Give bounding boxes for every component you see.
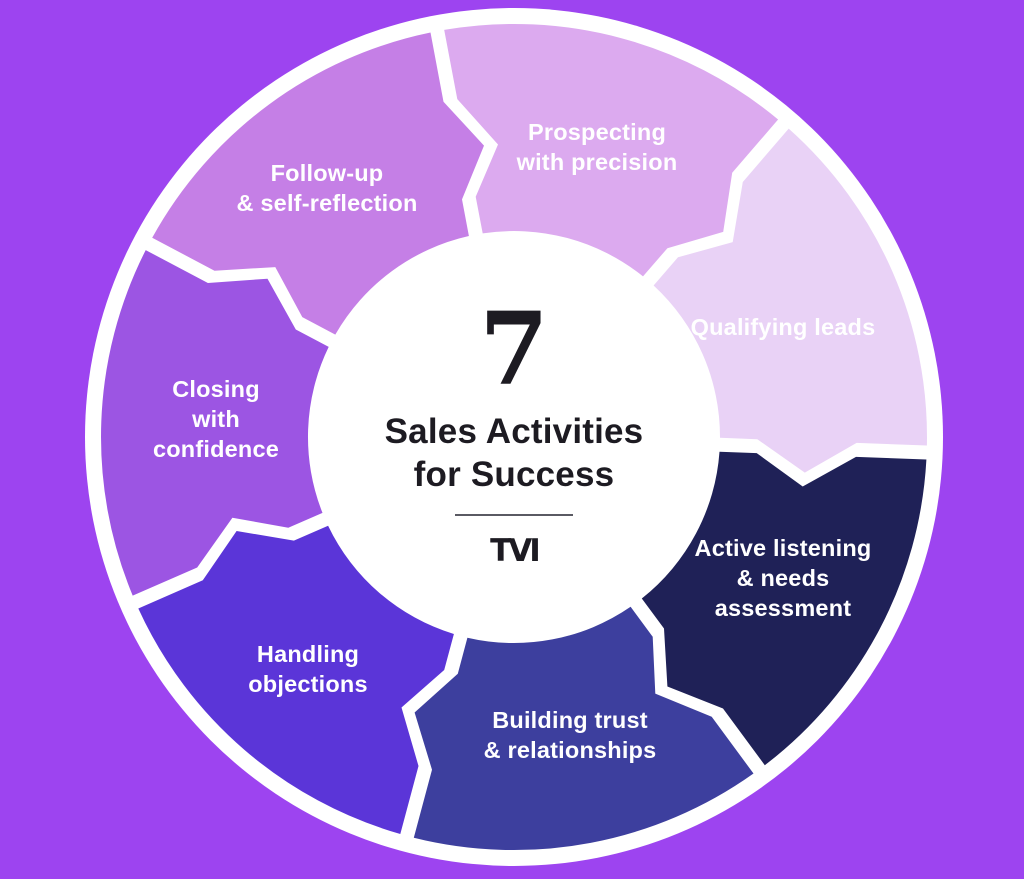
hub-content: 7 Sales Activities for Success TVI (314, 298, 714, 569)
segment-label-building-trust: Building trust & relationships (483, 707, 657, 763)
segment-label-closing: Closing with confidence (152, 376, 280, 462)
brand-logo: TVI (490, 532, 541, 569)
segment-handling-objections (138, 525, 454, 834)
segment-active-listening (641, 451, 927, 766)
segment-label-active-listening: Active listening & needs assessment (694, 535, 872, 621)
segment-label-follow-up: Follow-up & self-reflection (236, 160, 418, 216)
segment-building-trust (413, 606, 754, 851)
segment-prospecting (444, 23, 779, 277)
hub-number: 7 (479, 290, 549, 408)
segment-qualifying (653, 128, 927, 473)
hub-divider (455, 513, 573, 516)
segment-label-qualifying: Qualifying leads (690, 314, 876, 341)
segment-label-handling-objections: Handling objections (248, 641, 368, 697)
segment-label-prospecting: Prospecting with precision (516, 119, 678, 175)
wheel-hub-circle (323, 258, 705, 640)
wheel-segments (101, 23, 927, 851)
segment-follow-up (152, 32, 484, 335)
hub-title: Sales Activities for Success (384, 412, 644, 495)
segment-closing (101, 250, 329, 596)
